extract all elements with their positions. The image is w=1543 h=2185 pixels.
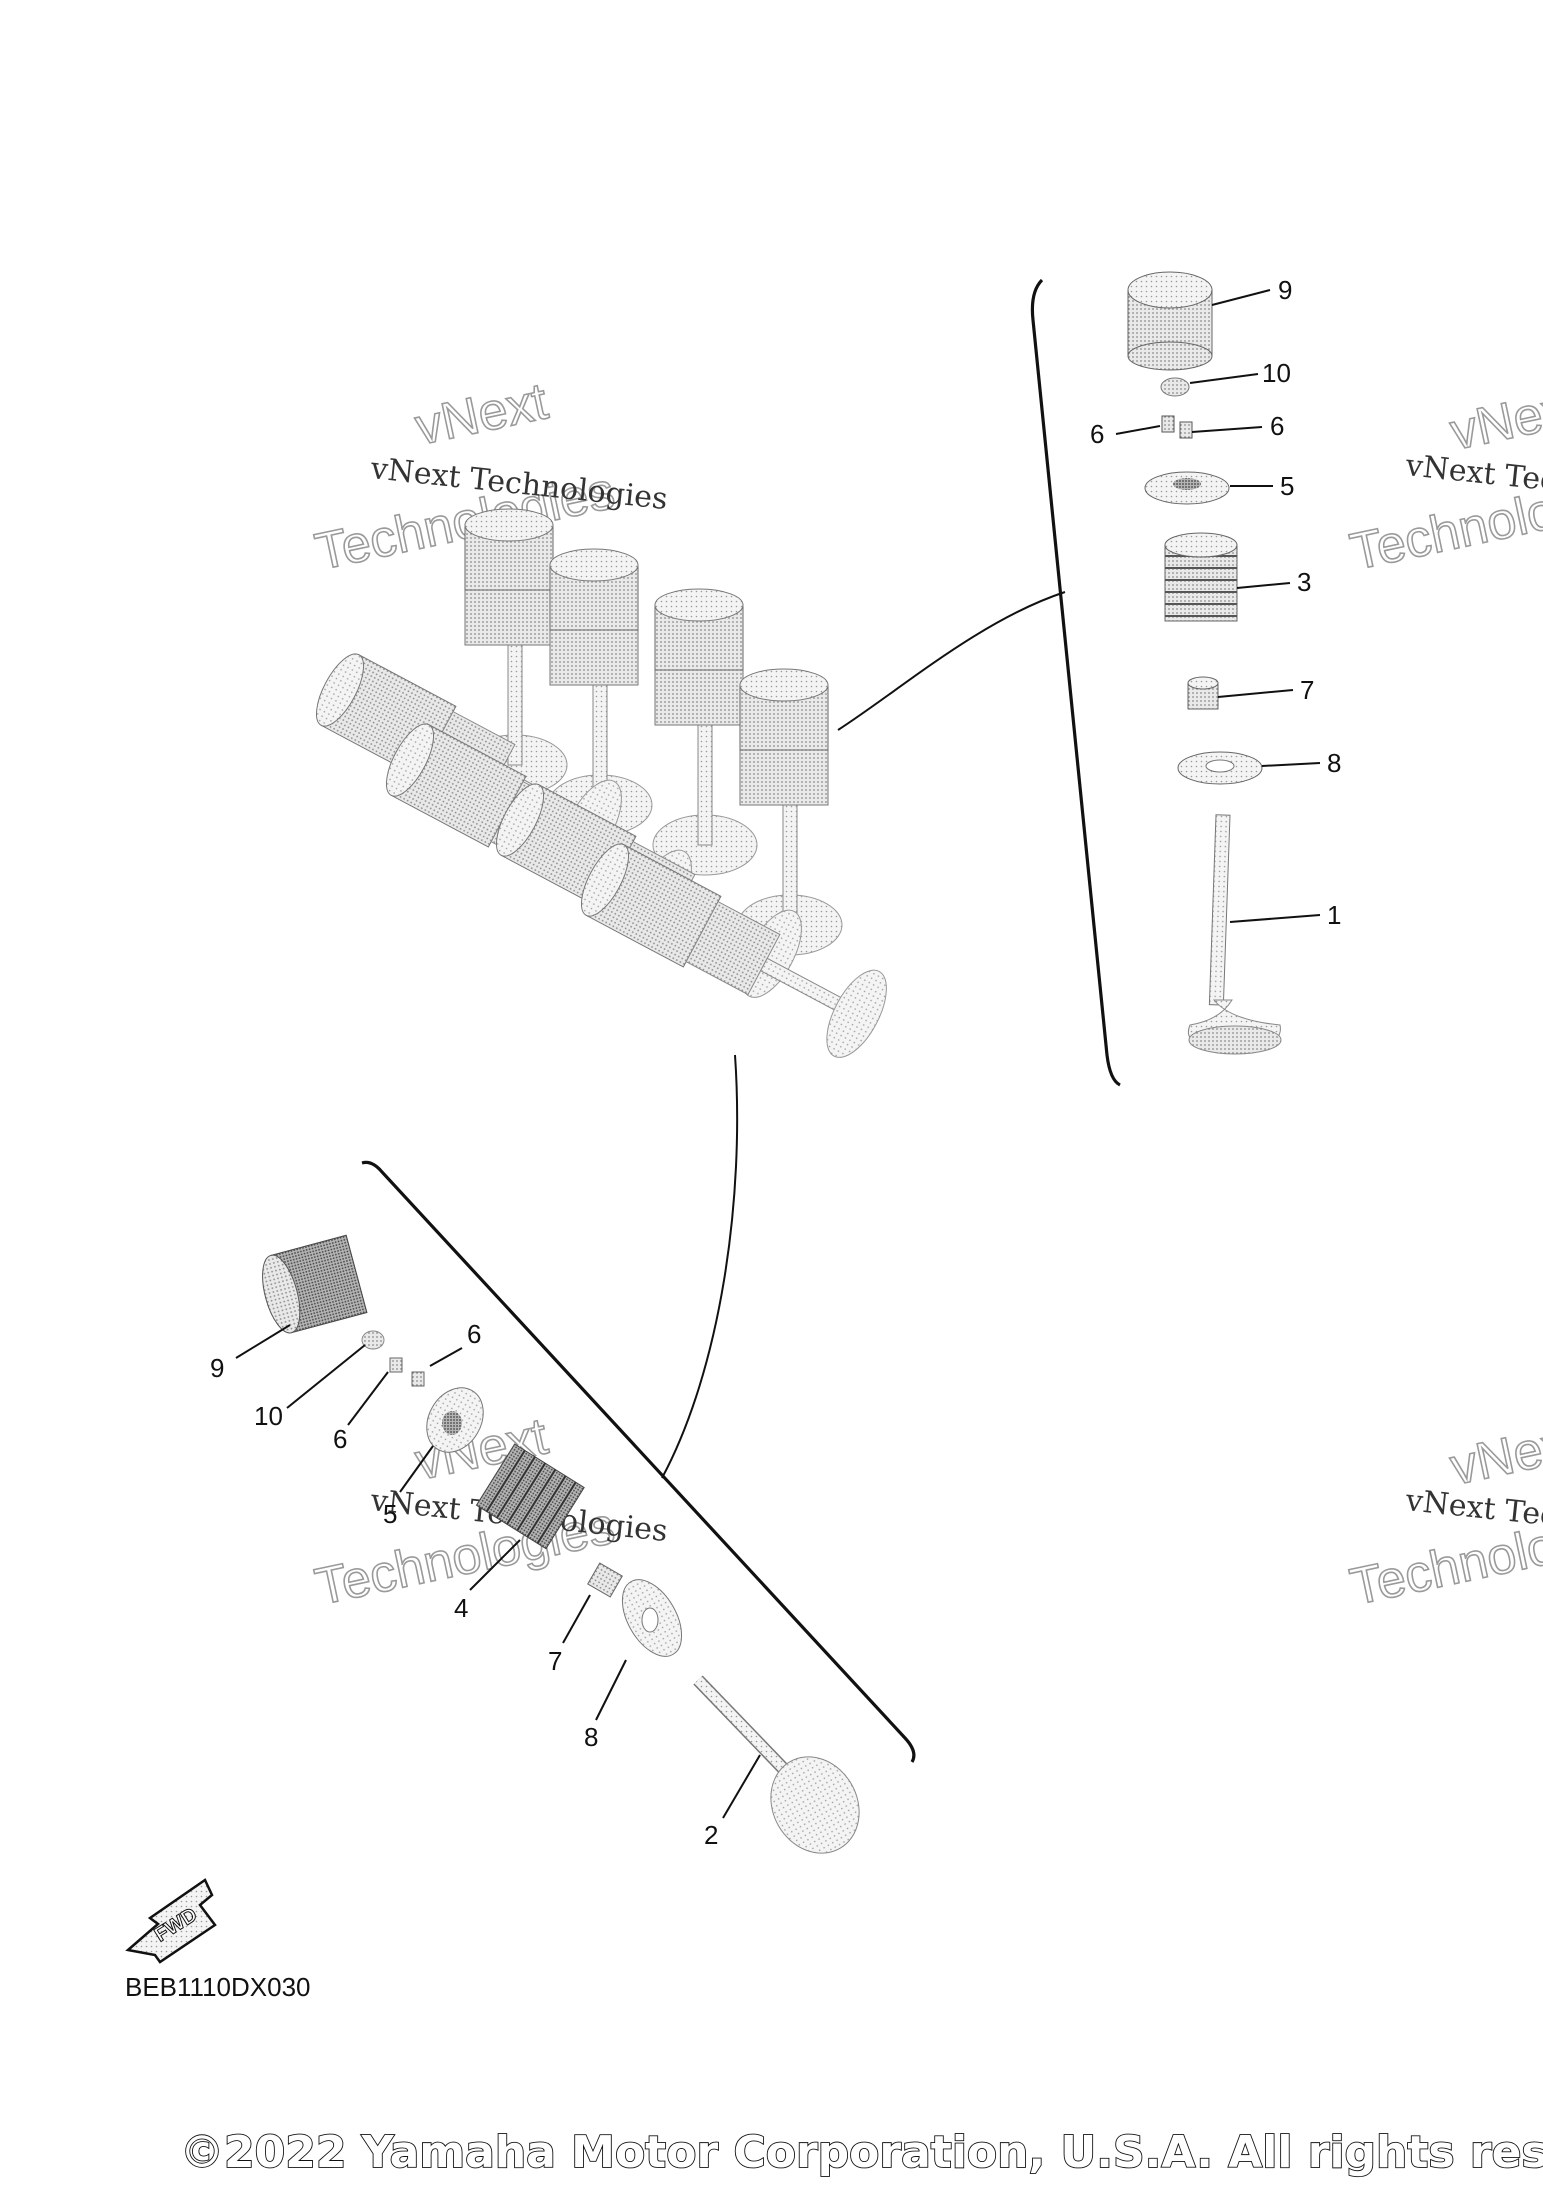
callout-6: 6 [333,1424,347,1454]
valve-pad-10 [361,1330,385,1350]
stem-seal-7 [587,1562,623,1598]
valve-cotter-6b [1179,421,1193,439]
intake-valve-exploded-view: 9 10 6 6 5 3 7 8 1 [1030,271,1341,1087]
callout-7: 7 [1300,675,1314,705]
copyright-notice: ©2022 Yamaha Motor Corporation, U.S.A. A… [180,2127,1543,2178]
callout-5: 5 [383,1499,397,1529]
callout-7: 7 [548,1646,562,1676]
tilted-valve [581,843,887,1058]
exhaust-valve-2 [693,1675,860,1854]
valve-cotter-6a [1161,415,1175,433]
callout-5: 5 [1280,471,1294,501]
valve-spring-4 [475,1443,585,1550]
forward-arrow-icon: FWD [125,1878,217,1964]
spring-seat-8 [1177,751,1263,785]
spring-retainer-5 [1144,471,1230,505]
intake-bracket [1030,278,1121,1087]
svg-text:vNext: vNext [1445,1412,1543,1496]
valve-lifter-9 [1127,271,1213,371]
spring-seat-8 [621,1579,683,1657]
watermark-bottom-right: vNext Technologies vNext Technologies [1345,1411,1543,1617]
callout-6: 6 [467,1319,481,1349]
valve-cotter-6a [389,1357,403,1373]
valve-pad-10 [1160,377,1190,397]
exhaust-bracket [361,1160,916,1763]
callout-4: 4 [454,1593,468,1623]
callout-6: 6 [1270,411,1284,441]
callout-10: 10 [1262,358,1291,388]
connector-to-exhaust [661,1054,739,1479]
valve-cluster-illustration [316,508,887,1058]
callout-10: 10 [254,1401,283,1431]
callout-8: 8 [1327,748,1341,778]
watermark-top-right: vNext Technologies vNext Technologies [1345,376,1543,582]
valve-cotter-6b [411,1371,425,1387]
callout-2: 2 [704,1820,718,1850]
valve-lifter-9 [262,1234,368,1334]
svg-text:vNext: vNext [1445,377,1543,461]
diagram-code: BEB1110DX030 [125,1972,311,2002]
upright-valve [652,588,758,876]
exhaust-valve-exploded-view: 9 10 6 6 5 4 7 8 2 [210,1160,916,1854]
callout-9: 9 [1278,275,1292,305]
spring-retainer-5 [426,1387,484,1453]
callout-8: 8 [584,1722,598,1752]
stem-seal-7 [1187,676,1219,710]
intake-valve-1 [1188,814,1282,1055]
callout-6: 6 [1090,419,1104,449]
connector-to-intake [837,591,1066,731]
valve-spring-3 [1164,532,1238,622]
callout-1: 1 [1327,900,1341,930]
callout-9: 9 [210,1353,224,1383]
svg-text:vNext: vNext [410,372,553,456]
callout-3: 3 [1297,567,1311,597]
